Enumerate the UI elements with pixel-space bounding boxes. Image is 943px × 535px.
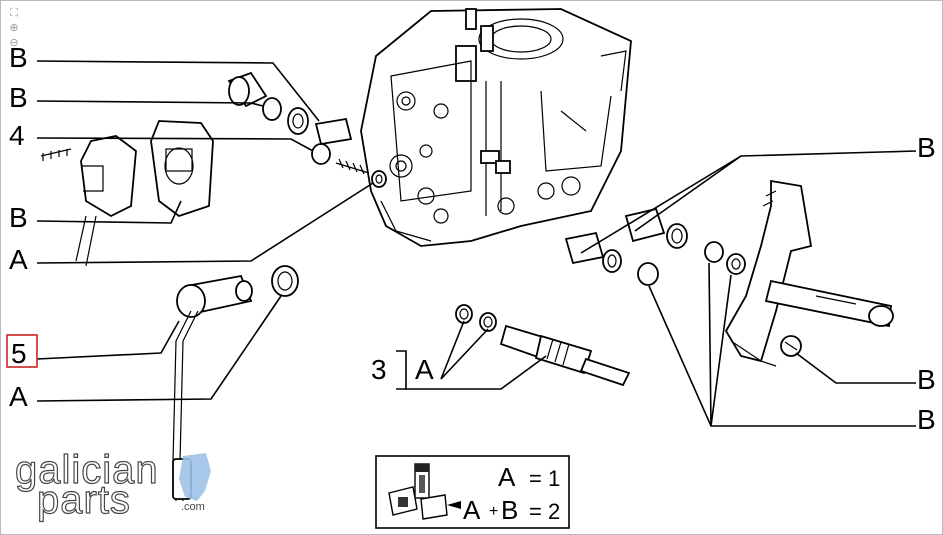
callout-b-right-top: B	[917, 132, 936, 163]
callout-a-left-2: A	[9, 381, 28, 412]
adhesive-pack-icon	[388, 486, 461, 520]
callout-a-center: A	[415, 354, 434, 385]
watermark-line1: galician	[15, 448, 159, 492]
callout-b-left-low: B	[9, 202, 28, 233]
callout-3: 3	[371, 354, 387, 385]
callout-b-top-2: B	[9, 82, 28, 113]
legend-row1-eq: = 1	[529, 466, 560, 491]
throttle-lever-bracket	[724, 179, 894, 367]
callout-b-top-1: B	[9, 42, 28, 73]
jet-screw-assembly	[455, 304, 631, 387]
right-sleeves	[564, 207, 746, 286]
carburetor-body	[360, 8, 632, 247]
upper-sleeves	[227, 71, 387, 188]
legend-box: A = 1 A + B = 2	[375, 455, 570, 529]
legend-row2-letter-b: B	[501, 495, 518, 525]
legend-row2-eq: = 2	[529, 499, 560, 524]
zoom-out-icon[interactable]: ⊖	[9, 37, 19, 49]
watermark-suffix: .com	[181, 501, 205, 513]
watermark-line2: parts	[37, 478, 131, 522]
legend-row1-letter: A	[498, 462, 516, 492]
callout-a-left-1: A	[9, 244, 28, 275]
callout-4: 4	[9, 120, 25, 151]
leader-lines	[36, 60, 917, 427]
left-cover-assembly	[40, 120, 214, 267]
callout-5-highlight[interactable]	[6, 334, 38, 368]
callout-5[interactable]: 5	[11, 338, 27, 369]
sealant-tube-icon	[414, 463, 430, 499]
legend-row2-plus: +	[489, 503, 498, 520]
galicianparts-logo: galician parts .com	[14, 447, 211, 523]
fullscreen-icon[interactable]: ⛶	[10, 7, 18, 19]
galicia-map-icon	[179, 453, 211, 501]
callout-b-right-mid: B	[917, 364, 936, 395]
legend-row2-letter-a: A	[463, 495, 481, 525]
callout-b-right-low: B	[917, 404, 936, 435]
zoom-in-icon[interactable]: ⊕	[9, 22, 19, 34]
